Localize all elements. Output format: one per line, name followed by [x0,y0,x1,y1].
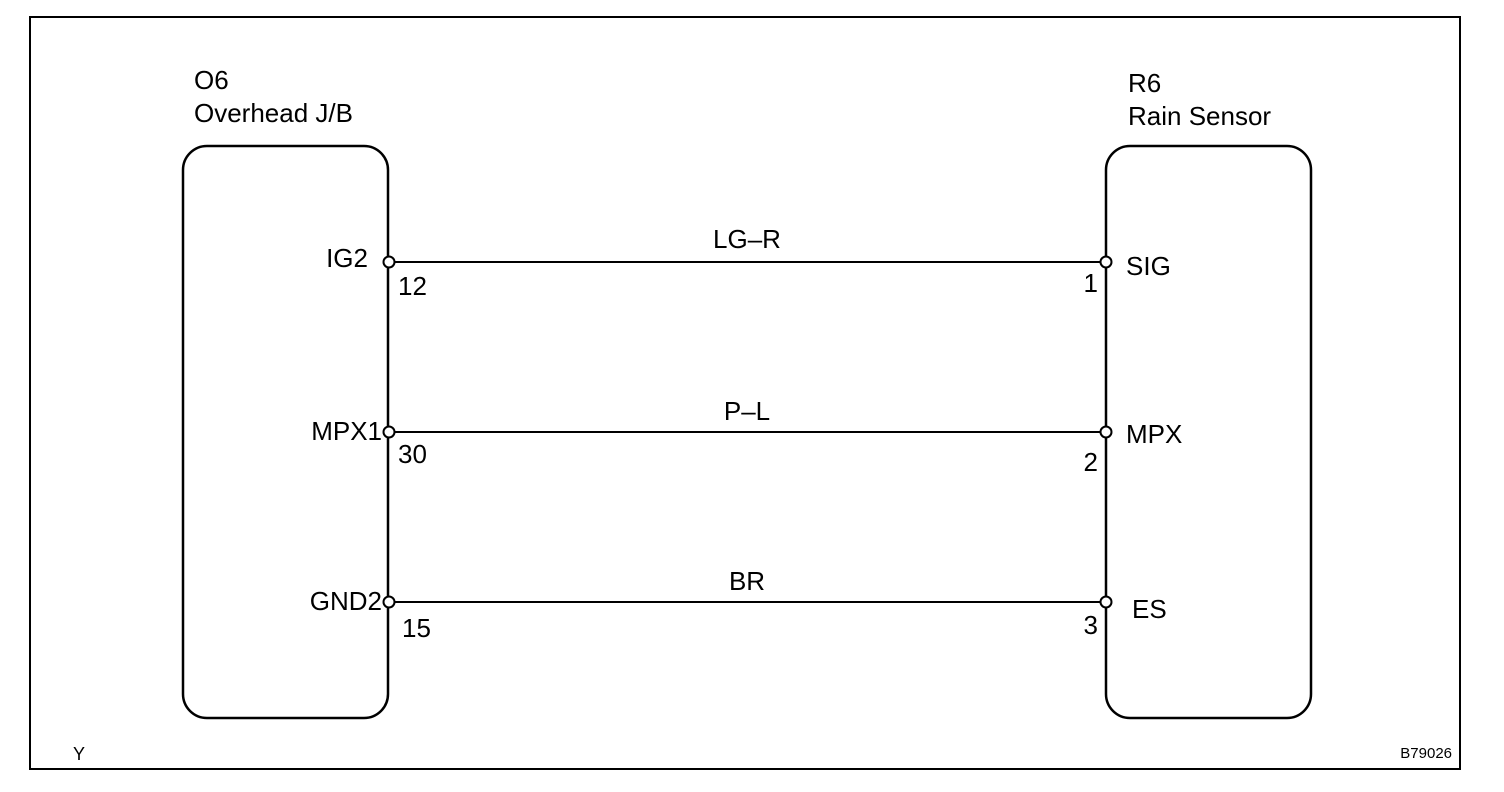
left-component-name: Overhead J/B [194,98,353,128]
left-pin-number: 30 [398,439,427,469]
terminal-dot-right-2 [1099,425,1113,439]
wire-color-label: LG–R [713,224,781,254]
right-pin-number: 3 [1083,610,1098,640]
left-terminal-name: IG2 [326,243,368,273]
right-terminal-name: MPX [1126,419,1183,449]
left-pin-number: 15 [402,613,431,643]
left-pin-number: 12 [398,271,427,301]
right-terminal-name: ES [1132,594,1167,624]
left-terminal-name: MPX1 [311,416,382,446]
right-terminal-name: SIG [1126,251,1171,281]
footer-left-code: Y [73,744,86,764]
figure-id: B79026 [1400,745,1452,762]
right-pin-number: 2 [1083,447,1098,477]
right-pin-number: 1 [1083,268,1098,298]
diagram-frame [29,16,1461,770]
left-component-code: O6 [194,65,229,95]
left-terminal-name: GND2 [309,586,382,616]
right-component-code: R6 [1128,68,1162,98]
terminal-dot-right-1 [1099,255,1113,269]
terminal-dot-left-1 [382,255,396,269]
wire-color-label: BR [728,566,766,596]
terminal-dot-left-2 [382,425,396,439]
terminal-dot-right-3 [1099,595,1113,609]
wire-color-label: P–L [723,396,771,426]
terminal-dot-left-3 [382,595,396,609]
right-component-name: Rain Sensor [1128,101,1272,131]
